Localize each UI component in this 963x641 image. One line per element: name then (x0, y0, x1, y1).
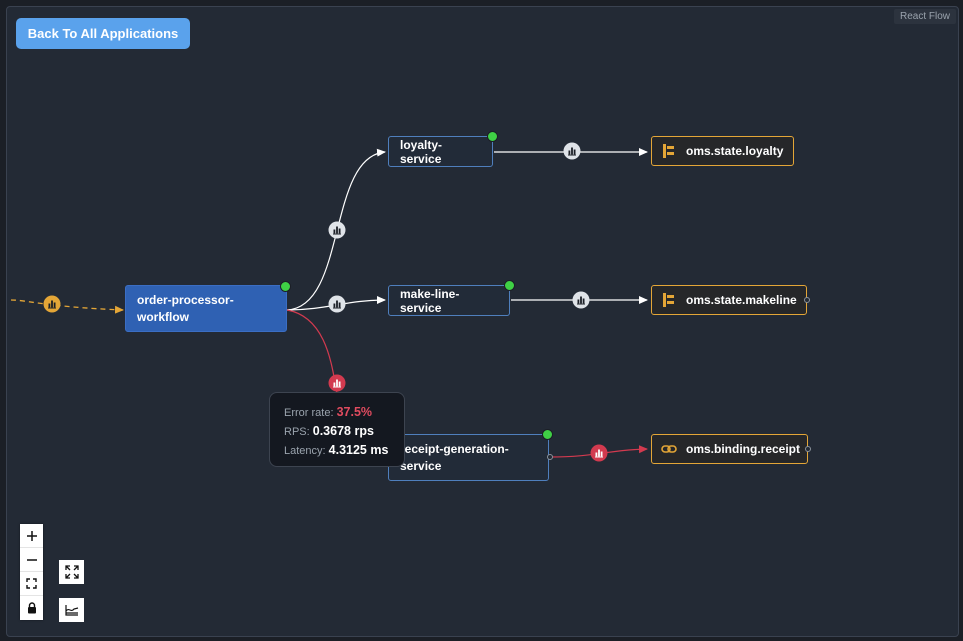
chart-icon[interactable] (590, 444, 608, 462)
node-label: oms.state.makeline (686, 293, 797, 307)
node-label: make-line-service (400, 286, 460, 315)
latency-value: 4.3125 ms (328, 443, 389, 457)
fit-view-icon (26, 578, 37, 589)
expand-icon (64, 565, 79, 579)
node-order-processor-workflow[interactable]: order-processor-workflow (125, 285, 287, 332)
source-handle[interactable] (547, 454, 553, 460)
status-dot-healthy (487, 131, 498, 142)
back-to-applications-button[interactable]: Back To All Applications (16, 18, 190, 49)
zoom-in-button[interactable] (20, 524, 43, 548)
chart-icon[interactable] (563, 142, 581, 160)
plus-icon (26, 530, 37, 541)
rps-row: RPS: 0.3678 rps (284, 422, 390, 441)
error-rate-value: 37.5% (336, 405, 373, 419)
node-oms-binding-receipt[interactable]: oms.binding.receipt (651, 434, 808, 464)
minus-icon (26, 558, 37, 561)
link-icon (661, 441, 677, 457)
state-store-icon (661, 143, 677, 159)
edge-incoming[interactable] (10, 299, 124, 314)
react-flow-attribution[interactable]: React Flow (893, 9, 956, 24)
chart-icon[interactable] (328, 374, 346, 392)
node-oms-state-loyalty[interactable]: oms.state.loyalty (651, 136, 794, 166)
layout-button[interactable] (59, 598, 84, 622)
node-label: receipt-generation-service (400, 441, 509, 473)
lock-icon (27, 602, 36, 614)
rps-value: 0.3678 rps (312, 424, 374, 438)
status-dot-healthy (542, 429, 553, 440)
node-oms-state-makeline[interactable]: oms.state.makeline (651, 285, 807, 315)
zoom-out-button[interactable] (20, 548, 43, 572)
status-dot-healthy (280, 281, 291, 292)
node-receipt-generation-service[interactable]: receipt-generation-service (388, 434, 549, 481)
status-dot-healthy (504, 280, 515, 291)
state-store-icon (661, 292, 677, 308)
chart-icon[interactable] (43, 295, 61, 313)
flow-controls (20, 524, 43, 620)
node-label: loyalty-service (400, 137, 443, 166)
fit-view-button[interactable] (20, 572, 43, 596)
lock-button[interactable] (20, 596, 43, 620)
flow-canvas[interactable]: React Flow Back To All Applications orde… (6, 6, 959, 637)
edge-metrics-tooltip: Error rate: 37.5% RPS: 0.3678 rps Latenc… (269, 392, 405, 467)
expand-button[interactable] (59, 560, 84, 584)
node-label: oms.binding.receipt (686, 442, 801, 456)
error-rate-label: Error rate: (284, 407, 334, 419)
chart-icon[interactable] (328, 221, 346, 239)
edges-layer (10, 142, 648, 462)
latency-row: Latency: 4.3125 ms (284, 441, 390, 460)
latency-label: Latency: (284, 445, 326, 457)
node-make-line-service[interactable]: make-line-service (388, 285, 510, 316)
node-label: oms.state.loyalty (686, 144, 784, 158)
chart-icon[interactable] (328, 295, 346, 313)
source-handle[interactable] (804, 297, 810, 303)
source-handle[interactable] (805, 446, 811, 452)
node-loyalty-service[interactable]: loyalty-service (388, 136, 493, 167)
node-label: order-processor-workflow (137, 292, 234, 324)
chart-icon[interactable] (572, 291, 590, 309)
error-rate-row: Error rate: 37.5% (284, 403, 390, 422)
rps-label: RPS: (284, 426, 310, 438)
layout-icon (64, 605, 78, 616)
